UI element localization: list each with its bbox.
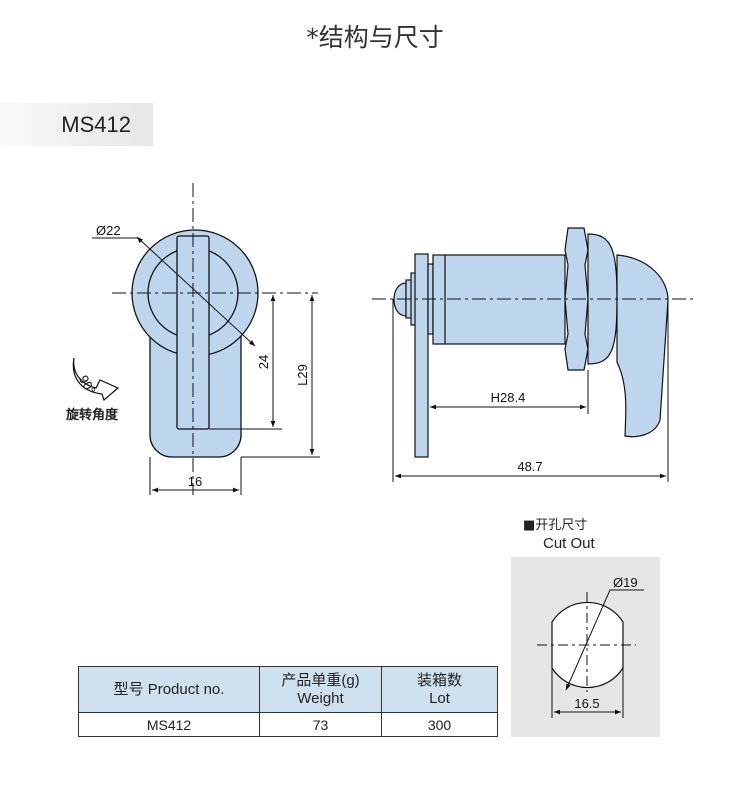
- table-row: MS412 73 300: [78, 712, 498, 737]
- cutout-diameter-label: Ø19: [613, 575, 638, 590]
- cell-lot: 300: [381, 712, 498, 737]
- front-dim-24: 24: [256, 355, 271, 369]
- rotation-label: 旋转角度: [66, 408, 119, 423]
- cutout-diagram: Ø19 16.5: [511, 557, 660, 737]
- front-diameter-label: Ø22: [96, 223, 121, 238]
- model-name: MS412: [61, 112, 131, 137]
- side-dim-height: H28.4: [491, 390, 526, 405]
- front-view: [131, 229, 259, 458]
- front-dim-length: L29: [295, 364, 310, 386]
- cutout-heading: ■开孔尺寸 Cut Out: [523, 517, 595, 553]
- front-dim-width: 16: [188, 474, 202, 489]
- side-view: [393, 227, 669, 458]
- model-banner: MS412: [0, 103, 153, 146]
- page-title: *结构与尺寸: [306, 23, 444, 52]
- cutout-width-label: 16.5: [574, 696, 599, 711]
- cam-plate: [414, 253, 429, 458]
- square-bullet-icon: ■: [523, 518, 536, 533]
- header-weight: 产品单重(g)Weight: [259, 666, 382, 713]
- cell-weight: 73: [259, 712, 382, 737]
- rotation-arrow-icon: 90°: [72, 357, 120, 402]
- cutout-title-en: Cut Out: [543, 535, 595, 552]
- cutout-title-cn: 开孔尺寸: [535, 518, 588, 533]
- cell-product-no: MS412: [78, 712, 260, 737]
- lever-handle: [616, 254, 669, 438]
- header-product-no: 型号 Product no.: [78, 666, 260, 713]
- side-dim-total: 48.7: [517, 459, 542, 474]
